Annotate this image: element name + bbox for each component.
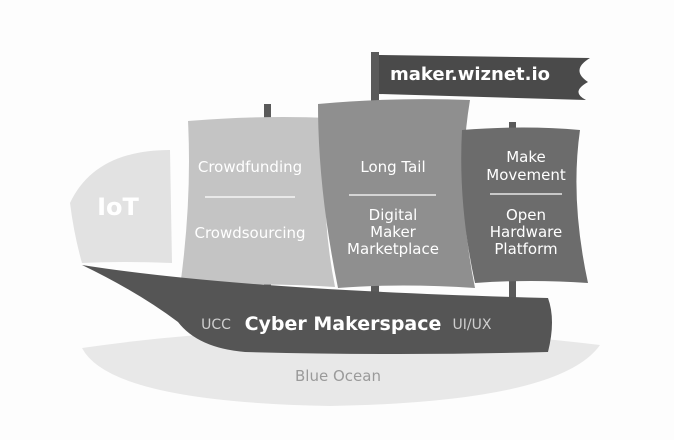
flag-label: maker.wiznet.io xyxy=(390,64,550,85)
blue-ocean-label: Blue Ocean xyxy=(295,367,381,385)
maker-label: Maker xyxy=(370,223,417,241)
ship-hull xyxy=(82,265,552,354)
make-label: Make xyxy=(506,148,546,166)
iot-label: IoT xyxy=(97,193,139,221)
cyber-makerspace-label: Cyber Makerspace xyxy=(245,313,442,335)
marketplace-label: Marketplace xyxy=(347,240,439,258)
crowdsourcing-label: Crowdsourcing xyxy=(194,224,305,242)
crowdfunding-label: Crowdfunding xyxy=(198,158,302,176)
crowd-sail xyxy=(180,117,335,287)
movement-sail xyxy=(461,127,588,283)
platform-label: Platform xyxy=(494,240,557,258)
open-label: Open xyxy=(506,206,546,224)
longtail-sail xyxy=(318,99,475,288)
digital-label: Digital xyxy=(369,206,418,224)
flag-shape xyxy=(379,55,590,100)
iot-sail xyxy=(70,150,172,263)
long-tail-label: Long Tail xyxy=(360,158,425,176)
ucc-label: UCC xyxy=(201,317,231,333)
movement-label: Movement xyxy=(486,166,566,184)
hardware-label: Hardware xyxy=(490,223,562,241)
uiux-label: UI/UX xyxy=(453,317,492,333)
